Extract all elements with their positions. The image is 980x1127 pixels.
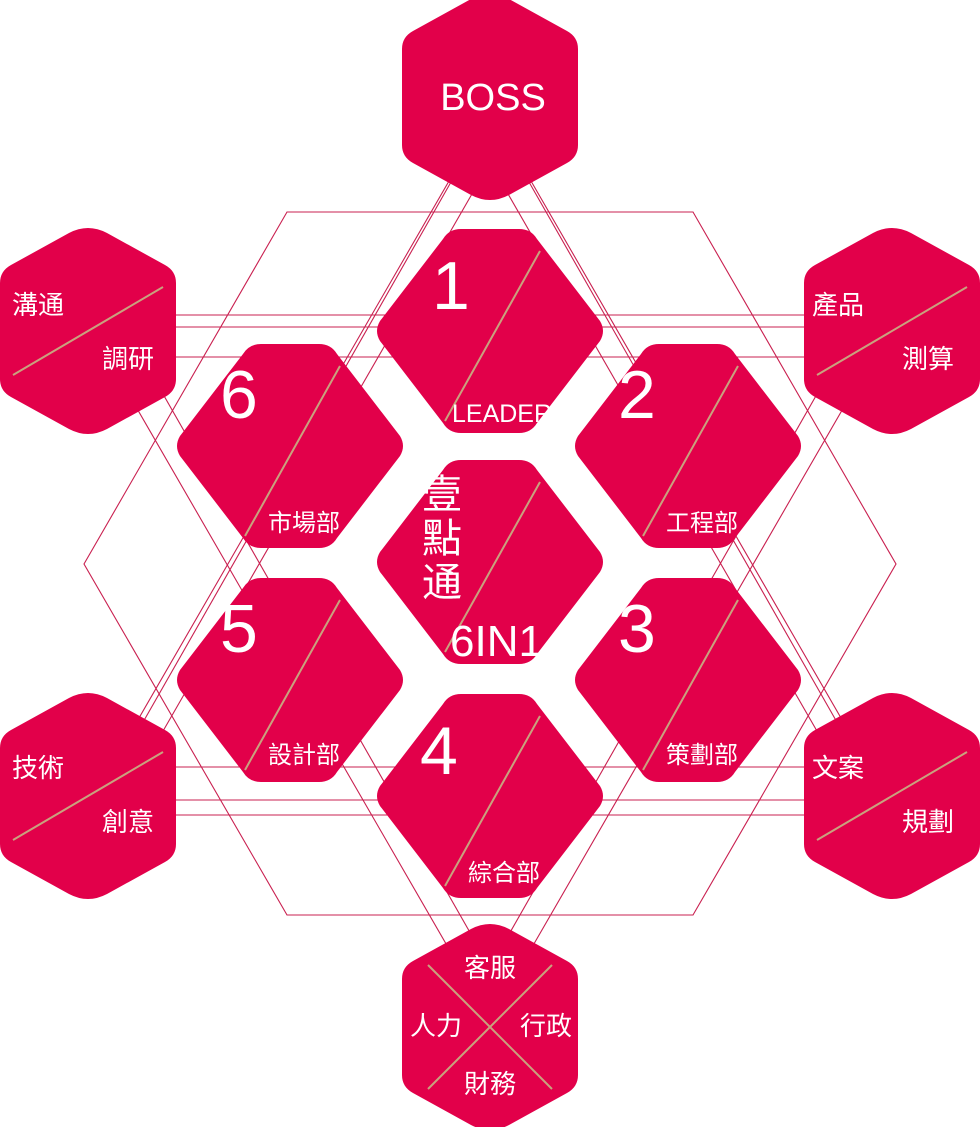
department-node-2: 2 工程部: [575, 344, 801, 548]
boss-node: BOSS: [402, 0, 578, 200]
department-node-3: 3 策劃部: [575, 578, 801, 782]
divider-line: [12, 286, 164, 376]
leader-node: 1 LEADER: [377, 229, 603, 433]
leader-number: 1: [432, 248, 470, 324]
corner-top-label: 溝通: [12, 291, 64, 321]
department-label: 市場部: [268, 509, 340, 537]
divider-line: [816, 751, 968, 841]
corner-node-top-right: 產品 測算: [804, 228, 980, 434]
divider-line: [12, 751, 164, 841]
divider-line: [427, 964, 553, 1090]
center-node: 壹 點 通 6IN1: [377, 460, 603, 666]
department-number: 4: [420, 713, 458, 789]
department-number: 2: [618, 357, 656, 433]
support-bottom-label: 財務: [464, 1070, 516, 1100]
outer-hexagon-outline: [83, 211, 897, 916]
corner-top-label: 文案: [812, 754, 864, 784]
department-label: 設計部: [268, 741, 340, 769]
divider-line: [444, 715, 541, 887]
corner-top-label: 技術: [12, 754, 64, 784]
department-label: 綜合部: [468, 859, 540, 887]
department-node-4: 4 綜合部: [377, 694, 603, 898]
support-top-label: 客服: [464, 954, 516, 984]
department-label: 策劃部: [666, 741, 738, 769]
department-label: 工程部: [666, 509, 738, 537]
divider-line: [444, 250, 541, 422]
support-right-label: 行政: [520, 1012, 572, 1042]
boss-label: BOSS: [440, 77, 546, 119]
corner-node-bottom-right: 文案 規劃: [804, 693, 980, 899]
divider-line: [244, 599, 341, 771]
corner-top-label: 產品: [812, 291, 864, 321]
center-char: 壹: [422, 472, 462, 518]
department-node-5: 5 設計部: [177, 578, 403, 782]
corner-node-bottom-left: 技術 創意: [0, 693, 176, 899]
corner-bottom-label: 調研: [102, 345, 154, 375]
support-left-label: 人力: [410, 1012, 462, 1042]
divider-line: [816, 286, 968, 376]
department-number: 5: [220, 591, 258, 667]
divider-line: [244, 365, 341, 537]
center-code: 6IN1: [450, 617, 543, 666]
center-char: 點: [422, 516, 462, 562]
leader-label: LEADER: [452, 400, 552, 428]
divider-line: [642, 599, 739, 771]
department-node-6: 6 市場部: [177, 344, 403, 548]
center-char: 通: [422, 560, 462, 606]
corner-node-top-left: 溝通 調研: [0, 228, 176, 434]
corner-bottom-label: 規劃: [902, 808, 954, 838]
corner-bottom-label: 創意: [102, 808, 154, 838]
divider-line: [444, 481, 541, 653]
divider-line: [642, 365, 739, 537]
corner-bottom-label: 測算: [902, 345, 954, 375]
department-number: 3: [618, 591, 656, 667]
department-number: 6: [220, 357, 258, 433]
support-node: 客服 人力 行政 財務: [402, 924, 578, 1127]
